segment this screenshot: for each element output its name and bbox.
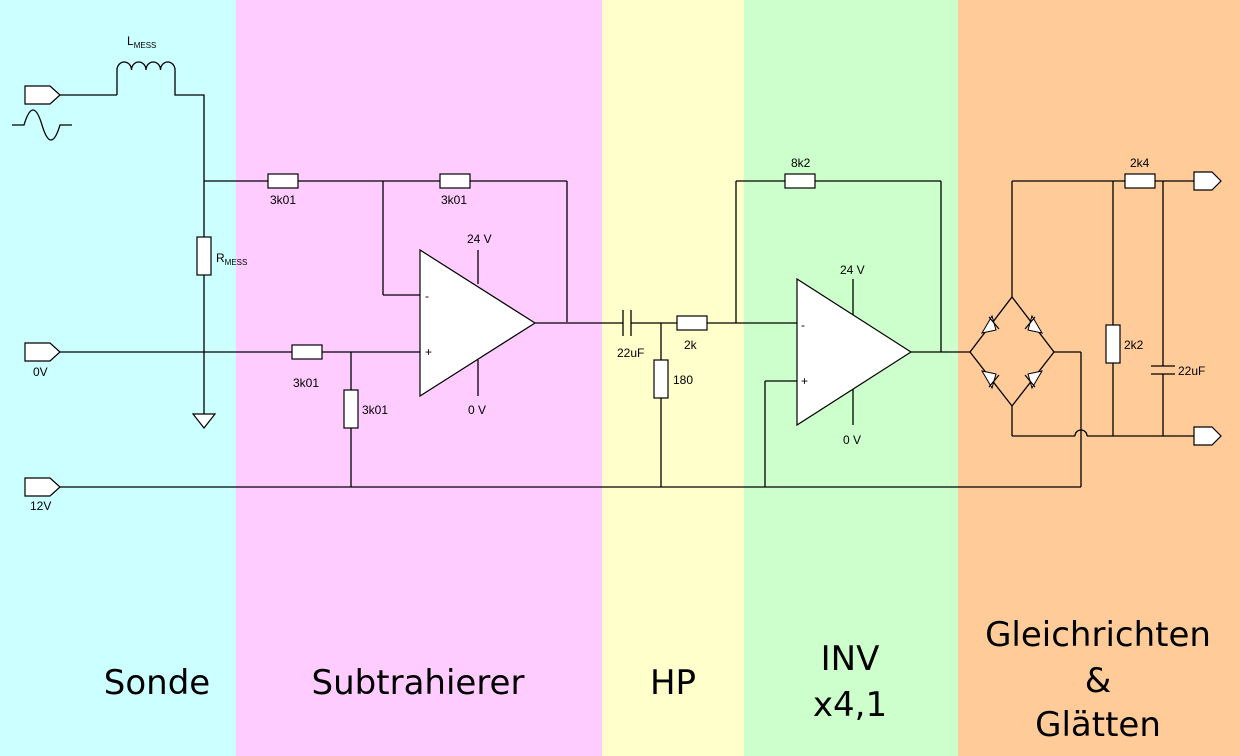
twelve-volt-label: 12V (30, 499, 51, 513)
subtractor-opamp (419, 248, 537, 398)
inductor-label: LMESS (127, 34, 156, 50)
section-gleichrichten-label: Gleichrichten (985, 615, 1211, 655)
inductor-l-mess (116, 61, 205, 237)
section-glaetten-label: Glätten (1035, 705, 1161, 745)
subtractor-opamp-minus: - (425, 289, 429, 303)
inverter-feedback-resistor (784, 173, 816, 189)
subtractor-input-resistor-bottom (291, 344, 323, 360)
section-sonde-band (0, 0, 236, 756)
section-subtrahierer-band (236, 0, 602, 756)
inverter-opamp-minus: - (801, 318, 805, 332)
inverter-supply-negative: 0 V (843, 433, 861, 447)
sine-wave-icon (12, 109, 72, 141)
twelve-volt-port[interactable] (24, 477, 61, 497)
zero-volt-label: 0V (33, 365, 48, 379)
subtractor-input-resistor-top (267, 173, 299, 189)
inverter-supply-positive: 24 V (840, 263, 865, 277)
subtractor-input-resistor-bottom-label: 3k01 (293, 376, 319, 390)
ground-symbol (191, 413, 217, 429)
highpass-capacitor-label: 22uF (617, 346, 644, 360)
resistor-r-mess (196, 236, 212, 276)
highpass-shunt-resistor-label: 180 (673, 373, 693, 387)
subtractor-ground-resistor (343, 389, 359, 429)
subtractor-input-resistor-top-label: 3k01 (270, 193, 296, 207)
section-ampersand-label: & (1085, 661, 1112, 701)
section-inv-gain-label: x4,1 (813, 685, 887, 725)
section-sonde-label: Sonde (104, 663, 210, 703)
section-gleichrichten-band (958, 0, 1240, 756)
section-hp-label: HP (650, 663, 696, 703)
subtractor-feedback-resistor-label: 3k01 (441, 193, 467, 207)
rectifier-series-resistor (1124, 173, 1156, 189)
output-negative-port[interactable] (1193, 426, 1222, 446)
inverter-opamp (796, 277, 913, 427)
output-positive-port[interactable] (1193, 171, 1222, 191)
r-mess-label: RMESS (216, 251, 247, 267)
inverter-feedback-resistor-label: 8k2 (791, 156, 811, 170)
rectifier-load-resistor (1105, 324, 1121, 364)
inverter-opamp-plus: + (801, 374, 808, 388)
subtractor-ground-resistor-label: 3k01 (362, 403, 388, 417)
subtractor-feedback-resistor (439, 173, 471, 189)
section-inv-label: INV (821, 639, 880, 679)
section-hp-band (602, 0, 744, 756)
diode-marks (980, 314, 1044, 390)
subtractor-supply-negative: 0 V (468, 403, 486, 417)
rectifier-capacitor-label: 22uF (1178, 364, 1205, 378)
highpass-series-resistor-label: 2k (684, 338, 698, 352)
highpass-series-resistor (676, 315, 708, 331)
subtractor-opamp-plus: + (425, 345, 432, 359)
rectifier-load-resistor-label: 2k2 (1124, 338, 1144, 352)
subtractor-supply-positive: 24 V (467, 232, 492, 246)
signal-input-port[interactable] (24, 85, 61, 105)
zero-volt-port[interactable] (24, 342, 61, 362)
section-subtrahierer-label: Subtrahierer (312, 663, 525, 703)
highpass-shunt-resistor (653, 359, 669, 399)
rectifier-series-resistor-label: 2k4 (1130, 156, 1150, 170)
